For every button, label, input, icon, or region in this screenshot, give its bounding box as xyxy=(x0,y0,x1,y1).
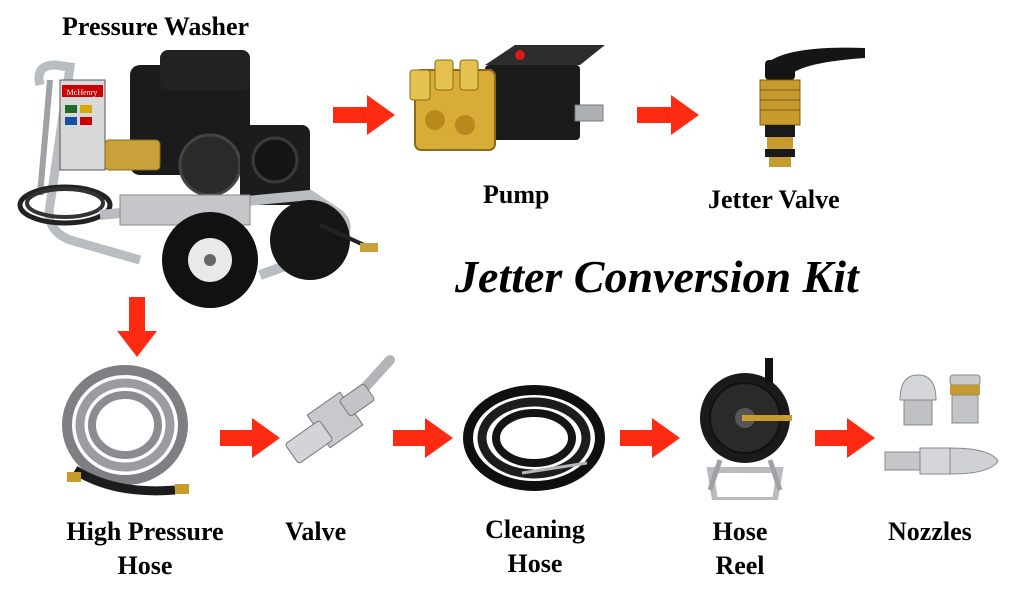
ball-valve-image xyxy=(285,355,395,464)
cleaning-hose-image xyxy=(463,385,605,491)
pump-image xyxy=(409,45,605,151)
jetter-valve-label: Jetter Valve xyxy=(708,185,840,214)
right-arrow-icon xyxy=(620,418,680,458)
high-pressure-hose-image xyxy=(62,365,189,496)
right-arrow-icon xyxy=(220,418,280,458)
pressure-washer-label: Pressure Washer xyxy=(62,12,250,41)
brand-logo-text: McHenry xyxy=(67,88,98,97)
down-arrow-icon xyxy=(117,297,157,357)
jetter-valve-image xyxy=(759,47,865,167)
pressure-washer-image: McHenry xyxy=(17,50,378,308)
right-arrow-icon xyxy=(637,95,699,135)
right-arrow-icon xyxy=(333,95,395,135)
diagram-title: Jetter Conversion Kit xyxy=(455,251,859,302)
right-arrow-icon xyxy=(393,418,453,458)
nozzles-label: Nozzles xyxy=(888,517,972,546)
hose-reel-image xyxy=(700,358,792,500)
nozzles-image xyxy=(884,374,999,475)
pump-label: Pump xyxy=(483,180,550,209)
valve-label: Valve xyxy=(285,517,347,546)
right-arrow-icon xyxy=(815,418,875,458)
